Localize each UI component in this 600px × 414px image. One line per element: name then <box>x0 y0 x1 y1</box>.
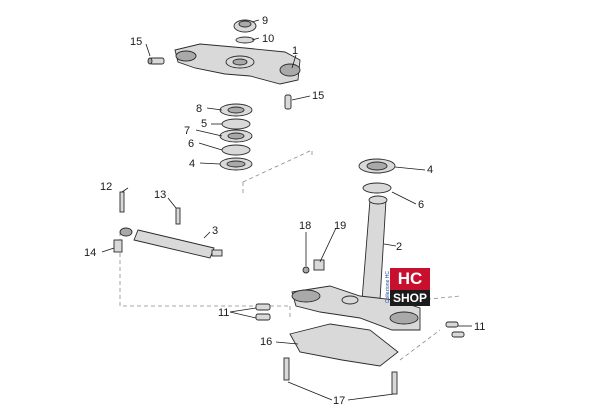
lower-triple-clamp <box>291 195 421 331</box>
callout-6: 6 <box>418 199 424 211</box>
logo-shop: SHOP <box>390 290 430 306</box>
spacer-14 <box>113 239 123 253</box>
callout-11: 11 <box>474 321 485 333</box>
callout-10: 10 <box>262 33 274 45</box>
bolts-11-right <box>445 321 465 338</box>
bolt-13 <box>175 207 181 225</box>
logo-hc: HC <box>390 268 430 290</box>
callout-1: 1 <box>292 45 298 57</box>
bearing-stack-lower <box>358 158 396 194</box>
callout-7: 7 <box>184 125 190 137</box>
hc-shop-logo: Collezione HC HC SHOP <box>384 268 430 308</box>
callout-15: 15 <box>312 90 324 102</box>
callout-3: 3 <box>212 225 218 237</box>
callout-5: 5 <box>201 118 207 130</box>
callout-19: 19 <box>334 220 346 232</box>
callout-4: 4 <box>427 164 433 176</box>
callout-8: 8 <box>196 103 202 115</box>
leader-lines <box>101 19 472 401</box>
top-nut <box>233 19 257 33</box>
callout-15: 15 <box>130 36 142 48</box>
bolt-18 <box>302 266 310 274</box>
washer-10 <box>235 36 255 44</box>
upper-triple-clamp <box>174 43 301 85</box>
callout-17: 17 <box>333 395 345 407</box>
callout-14: 14 <box>84 247 96 259</box>
fork-guard <box>289 323 399 367</box>
callout-4: 4 <box>189 158 195 170</box>
pin-12 <box>119 191 125 213</box>
steering-damper <box>119 227 223 259</box>
bolts-17 <box>283 357 398 395</box>
callout-12: 12 <box>100 181 112 193</box>
callout-9: 9 <box>262 15 268 27</box>
bolt-15-left <box>147 57 165 65</box>
bolts-11-left <box>255 303 271 321</box>
callout-13: 13 <box>154 189 166 201</box>
callout-11: 11 <box>218 307 229 319</box>
callout-18: 18 <box>299 220 311 232</box>
callout-16: 16 <box>260 336 272 348</box>
bearing-stack-upper <box>219 103 253 171</box>
bracket-19 <box>313 259 325 271</box>
bolt-15-right <box>284 94 292 110</box>
callout-6: 6 <box>188 138 194 150</box>
dashed-guide <box>119 149 461 361</box>
callout-2: 2 <box>396 241 402 253</box>
